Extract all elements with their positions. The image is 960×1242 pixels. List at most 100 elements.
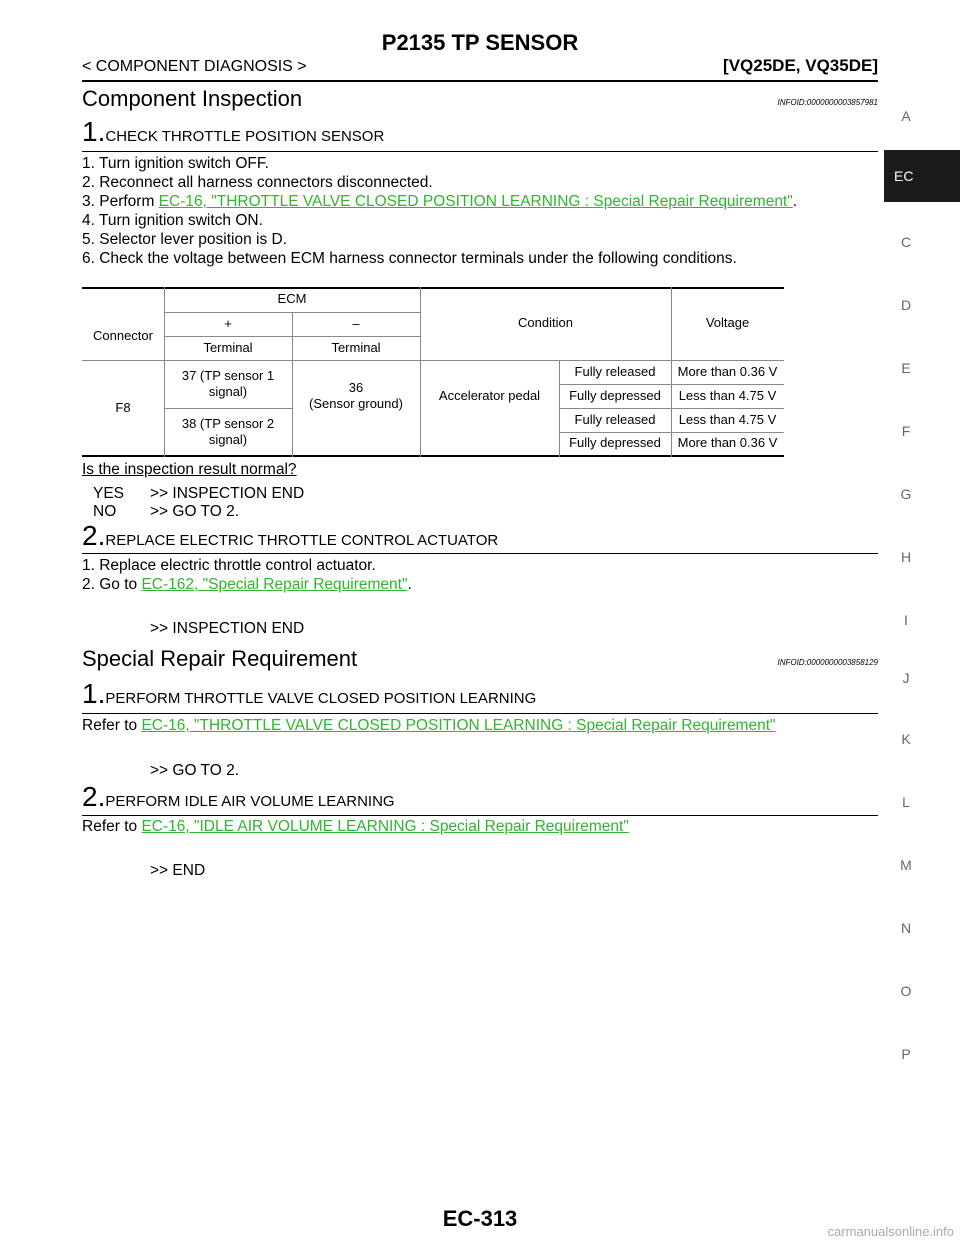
instruction-text: Refer to [82,717,142,734]
instruction-line: 6. Check the voltage between ECM harness… [82,250,737,267]
step-result: >> GO TO 2. [150,762,240,779]
table-border [82,455,784,457]
side-tab[interactable]: A [901,108,911,124]
td-connector: F8 [115,400,131,416]
side-tab[interactable]: G [900,486,912,502]
repair-requirement-link[interactable]: EC-16, "THROTTLE VALVE CLOSED POSITION L… [141,717,776,734]
page-number: EC-313 [442,1206,518,1231]
td-state: Fully depressed [569,435,661,451]
step-result: >> INSPECTION END [150,620,305,637]
side-tab[interactable]: F [901,423,911,439]
answer-yes-label: YES [93,485,125,502]
th-plus: + [224,315,232,331]
side-tab[interactable]: C [900,234,912,250]
instruction-text: 3. Perform [82,193,159,210]
table-rule [559,360,560,457]
result-question: Is the inspection result normal? [82,461,297,478]
section-breadcrumb: < COMPONENT DIAGNOSIS > [82,58,307,75]
side-tab[interactable]: H [900,549,912,565]
side-tab-active[interactable]: EC [884,150,960,202]
table-border [82,287,784,289]
table-rule [82,360,784,361]
link-suffix: . [407,576,412,593]
step-number: 1. [82,678,106,709]
step-number: 2. [82,520,106,551]
side-tab[interactable]: I [904,612,908,628]
terminal-36-desc: (Sensor ground) [309,396,403,411]
step-rule [82,151,878,152]
table-rule [292,312,293,457]
repair-requirement-link[interactable]: EC-16, "THROTTLE VALVE CLOSED POSITION L… [158,193,793,210]
special-step-2-header: 2.PERFORM IDLE AIR VOLUME LEARNING [82,781,395,813]
infoid-label: INFOID:0000000003857981 [777,98,878,107]
step-title: PERFORM THROTTLE VALVE CLOSED POSITION L… [105,690,537,707]
td-terminal-38: 38 (TP sensor 2 signal) [181,415,275,447]
repair-requirement-link[interactable]: EC-162, "Special Repair Requirement" [141,576,408,593]
table-rule [420,287,421,457]
instruction-text: Refer to [82,818,142,835]
side-tab[interactable]: D [900,297,912,313]
instruction-line: Refer to EC-16, "THROTTLE VALVE CLOSED P… [82,717,776,735]
step-result: >> END [150,862,206,879]
voltage-table: ECM Connector + – Terminal Terminal Cond… [82,287,784,457]
side-tab[interactable]: O [900,983,912,999]
step-1-header: 1.CHECK THROTTLE POSITION SENSOR [82,116,384,148]
td-voltage: Less than 4.75 V [678,387,777,403]
side-tab[interactable]: K [901,731,911,747]
side-tab[interactable]: L [902,794,910,810]
table-rule [671,287,672,457]
th-voltage: Voltage [705,315,750,331]
td-state: Fully released [574,363,656,379]
side-tab[interactable]: P [901,1046,911,1062]
instruction-line: 2. Go to EC-162, "Special Repair Require… [82,576,412,594]
step-number: 1. [82,116,106,147]
page-title: P2135 TP SENSOR [381,30,579,55]
link-suffix: . [792,193,798,210]
step-rule [82,815,878,816]
th-ecm: ECM [277,291,307,307]
terminal-36-number: 36 [348,379,364,395]
td-state: Fully depressed [569,387,661,403]
th-condition: Condition [518,315,573,331]
td-condition: Accelerator pedal [438,387,541,403]
watermark: carmanualsonline.info [827,1224,954,1239]
step-2-header: 2.REPLACE ELECTRIC THROTTLE CONTROL ACTU… [82,520,498,552]
instruction-line: 4. Turn ignition switch ON. [82,212,263,229]
th-terminal: Terminal [203,339,253,355]
header-rule [82,80,878,82]
special-repair-heading: Special Repair Requirement [82,646,358,671]
side-tab[interactable]: J [902,670,910,686]
answer-yes-text: >> INSPECTION END [150,485,305,502]
instruction-line: 5. Selector lever position is D. [82,231,288,248]
step-rule [82,713,878,714]
th-terminal: Terminal [331,339,381,355]
component-inspection-heading: Component Inspection [82,86,303,111]
th-minus: – [352,315,360,331]
td-voltage: More than 0.36 V [677,435,778,451]
td-state: Fully released [574,411,656,427]
td-voltage: Less than 4.75 V [678,411,777,427]
td-voltage: More than 0.36 V [677,363,778,379]
engine-label: [VQ25DE, VQ35DE] [723,56,878,75]
table-rule [164,408,292,409]
infoid-label: INFOID:0000000003858129 [777,658,878,667]
table-rule [164,287,165,457]
instruction-line: Refer to EC-16, "IDLE AIR VOLUME LEARNIN… [82,818,629,836]
side-tab[interactable]: E [901,360,911,376]
answer-no-text: >> GO TO 2. [150,503,240,520]
instruction-line: 1. Turn ignition switch OFF. [82,155,269,172]
instruction-text: 2. Go to [82,576,142,593]
td-terminal-37: 37 (TP sensor 1 signal) [181,367,275,399]
instruction-line: 3. Perform EC-16, "THROTTLE VALVE CLOSED… [82,193,797,211]
side-tab[interactable]: M [900,857,912,873]
instruction-line: 1. Replace electric throttle control act… [82,557,376,574]
step-title: PERFORM IDLE AIR VOLUME LEARNING [105,793,395,810]
th-connector: Connector [93,327,153,343]
step-rule [82,553,878,554]
answer-no-label: NO [93,503,117,520]
step-title: REPLACE ELECTRIC THROTTLE CONTROL ACTUAT… [105,532,499,549]
step-title: CHECK THROTTLE POSITION SENSOR [105,128,385,145]
idle-air-volume-link[interactable]: EC-16, "IDLE AIR VOLUME LEARNING : Speci… [141,818,629,835]
special-step-1-header: 1.PERFORM THROTTLE VALVE CLOSED POSITION… [82,678,536,710]
side-tab[interactable]: N [900,920,912,936]
